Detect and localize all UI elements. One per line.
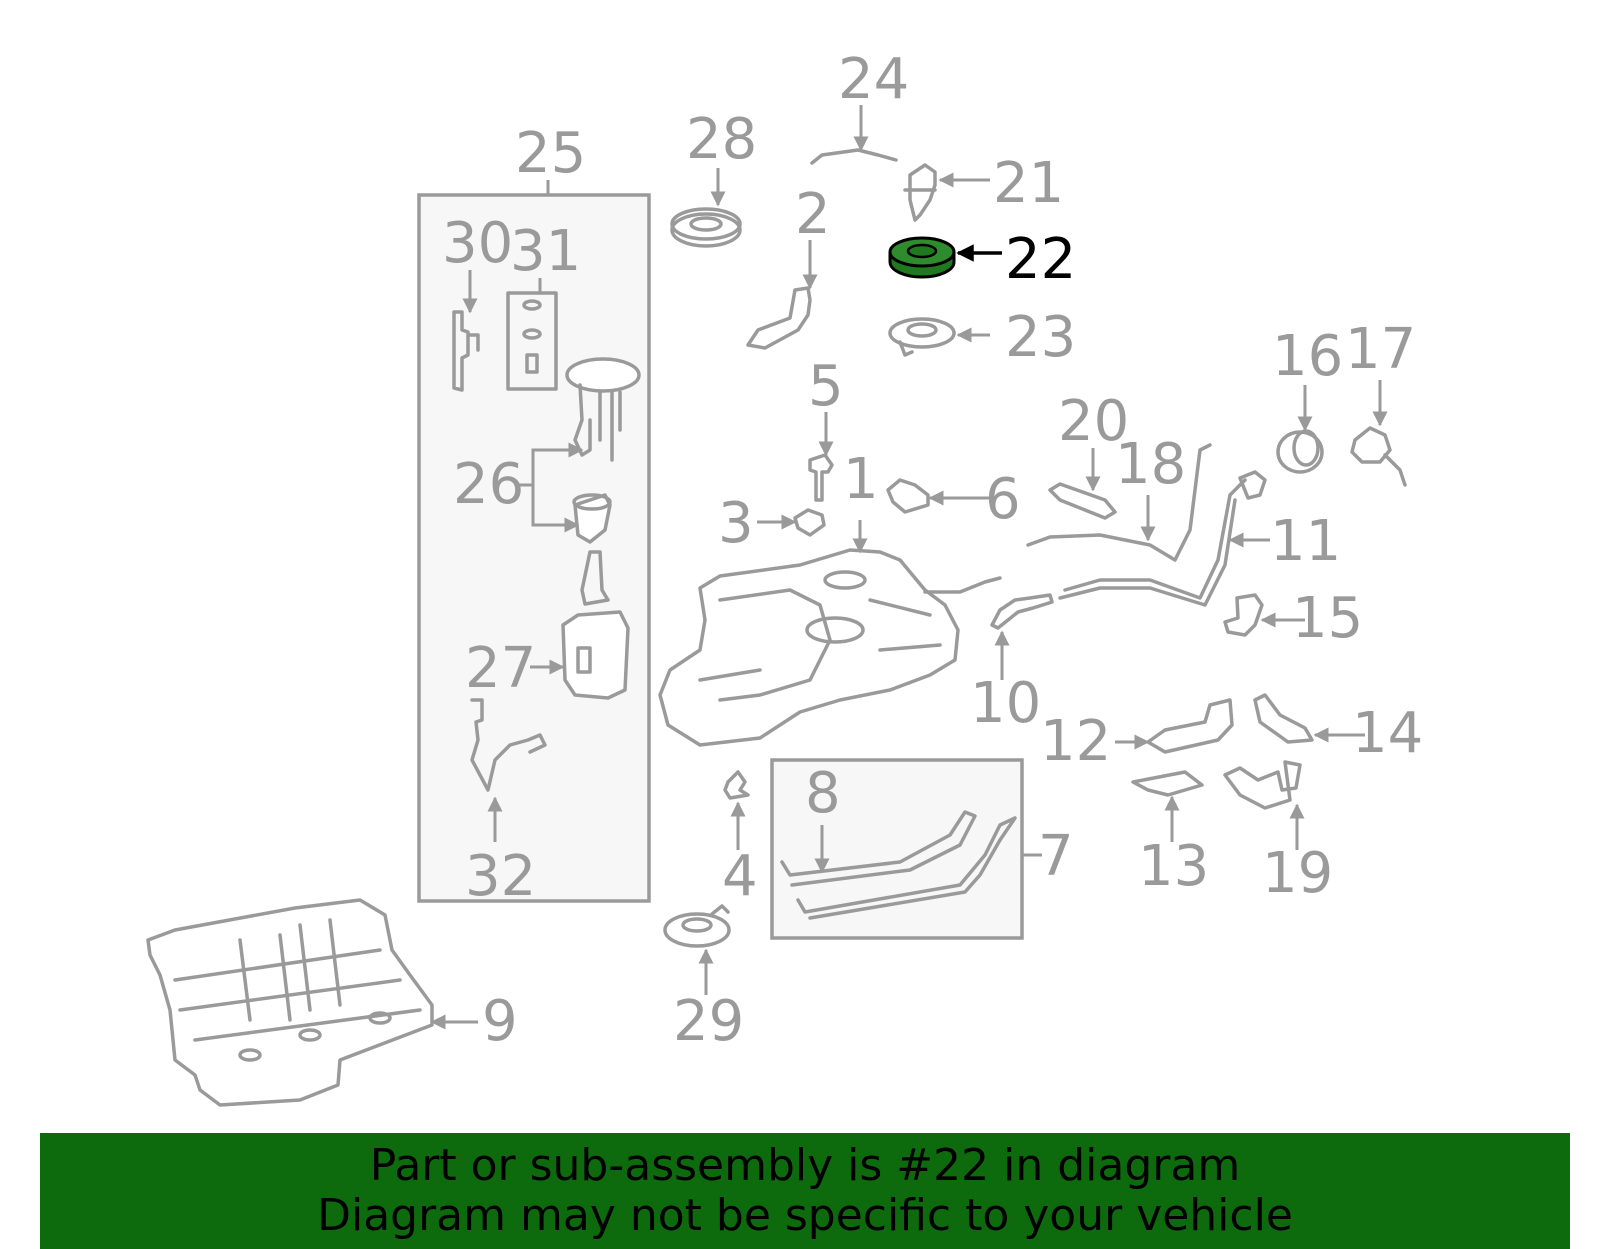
label-32: 32	[465, 844, 536, 909]
part-5-bolt	[808, 453, 834, 502]
part-26-filter	[580, 550, 610, 606]
part-11-lines	[1058, 478, 1247, 607]
label-7: 7	[1038, 824, 1074, 889]
label-2: 2	[795, 182, 831, 247]
label-30: 30	[442, 211, 513, 276]
label-6: 6	[985, 467, 1021, 532]
part-18-line	[1026, 443, 1212, 562]
label-3: 3	[718, 491, 754, 556]
part-26-pump-module	[565, 357, 641, 544]
part-27-housing	[561, 610, 630, 700]
part-29-ring	[663, 904, 731, 948]
part-10-hose	[990, 593, 1054, 630]
label-19: 19	[1262, 841, 1333, 906]
assembly-box-7	[770, 758, 1024, 940]
label-24: 24	[838, 47, 909, 112]
label-23: 23	[1005, 305, 1076, 370]
label-21: 21	[993, 151, 1064, 216]
part-labels: 25 28 24 21 22 23 2 30 31 26 27 32 5 1 3…	[442, 47, 1423, 1054]
label-12: 12	[1040, 709, 1111, 774]
part-3-grommet	[793, 508, 826, 537]
label-11: 11	[1270, 509, 1341, 574]
label-29: 29	[673, 989, 744, 1054]
part-22-gasket-highlighted	[888, 236, 956, 279]
part-31-plate	[506, 291, 558, 391]
label-9: 9	[482, 989, 518, 1054]
part-4-clip	[723, 770, 750, 800]
part-16-cap	[1276, 429, 1324, 474]
label-25: 25	[515, 121, 586, 186]
part-11-connector	[1238, 470, 1267, 500]
part-23-retainer	[888, 317, 956, 357]
part-17-filler	[1350, 426, 1407, 487]
label-15: 15	[1292, 586, 1363, 651]
part-9-shield	[146, 898, 434, 1107]
label-4: 4	[722, 844, 758, 909]
label-28: 28	[686, 107, 757, 172]
label-17: 17	[1345, 317, 1416, 382]
part-20-clamp	[1048, 482, 1117, 520]
label-26: 26	[453, 452, 524, 517]
part-13-plate	[1131, 770, 1204, 797]
label-22: 22	[1005, 227, 1076, 292]
part-28-ring	[670, 207, 742, 248]
banner-line-1: Part or sub-assembly is #22 in diagram	[369, 1140, 1241, 1191]
leader-lines	[430, 105, 1388, 1030]
part-19-protector	[1223, 760, 1302, 810]
part-24-tube	[810, 148, 898, 165]
label-1: 1	[843, 447, 879, 512]
label-5: 5	[808, 354, 844, 419]
part-32-sender	[470, 698, 547, 792]
part-30-detail	[468, 333, 480, 352]
label-27: 27	[465, 636, 536, 701]
part-2-bracket	[746, 286, 812, 350]
label-14: 14	[1352, 701, 1423, 766]
part-1-fuel-tank	[658, 548, 1002, 747]
label-13: 13	[1138, 834, 1209, 899]
info-banner: Part or sub-assembly is #22 in diagram D…	[40, 1133, 1570, 1249]
part-15-hose	[1223, 593, 1264, 637]
label-16: 16	[1272, 324, 1343, 389]
part-30-clip	[452, 310, 470, 392]
label-20: 20	[1058, 389, 1129, 454]
part-6-bracket	[886, 478, 930, 514]
label-18: 18	[1115, 432, 1186, 497]
banner-line-2: Diagram may not be specific to your vehi…	[317, 1190, 1293, 1241]
part-12-protector	[1146, 698, 1234, 754]
part-14-protector	[1253, 693, 1314, 744]
label-8: 8	[805, 761, 841, 826]
part-7-strap	[796, 816, 1017, 920]
label-10: 10	[970, 671, 1041, 736]
part-21-valve	[903, 163, 937, 222]
part-27-window	[576, 646, 592, 674]
label-31: 31	[510, 219, 581, 284]
